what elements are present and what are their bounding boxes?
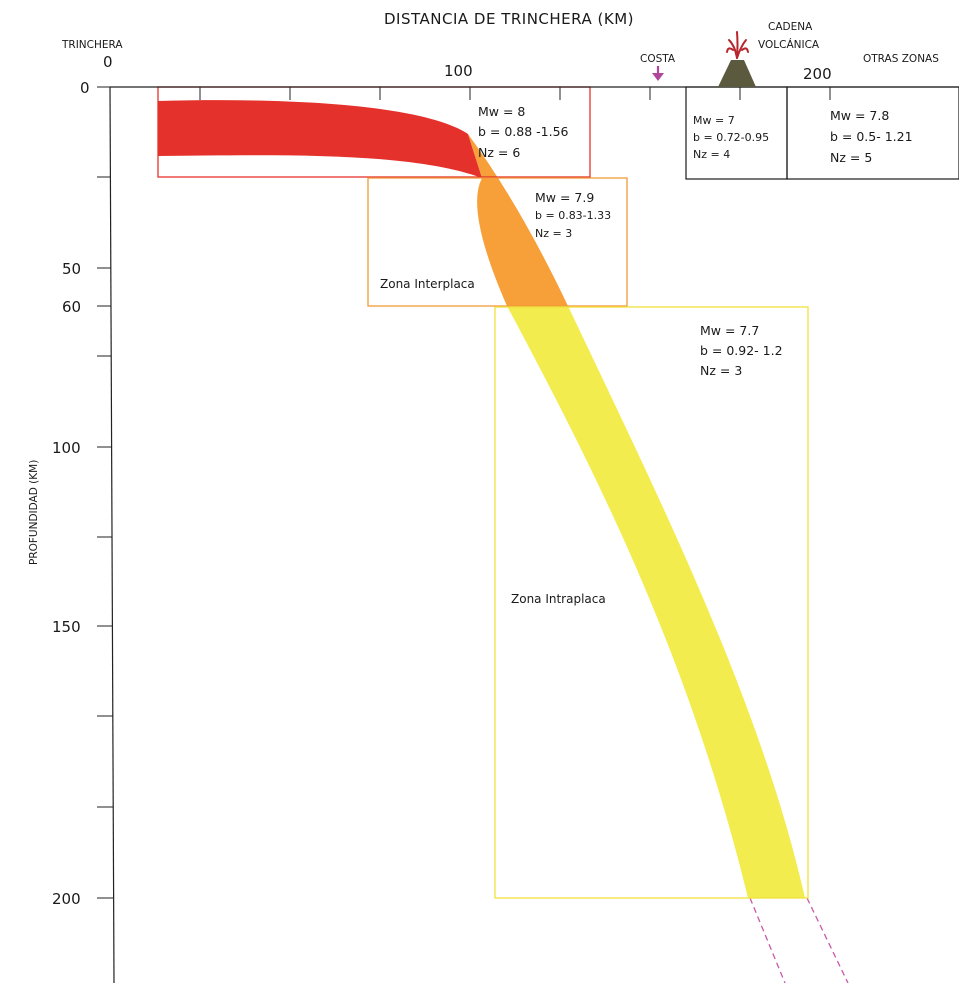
y-tick-label: 60 — [62, 298, 81, 316]
volcanic-chain-label-line1: CADENA — [768, 21, 813, 33]
zone-b: b = 0.83-1.33 — [535, 209, 611, 222]
zone-nz: Nz = 5 — [830, 150, 872, 165]
y-axis-title: PROFUNDIDAD (KM) — [28, 460, 40, 565]
zone-mw: Mw = 7.7 — [700, 323, 759, 338]
zone-box-intraplate — [494, 306, 809, 899]
zone-b: b = 0.88 -1.56 — [478, 124, 569, 139]
zone-label-interplate: Zona Interplaca — [380, 277, 475, 291]
zone-b: b = 0.5- 1.21 — [830, 129, 913, 144]
zone-mw: Mw = 8 — [478, 104, 525, 119]
zone-nz: Nz = 3 — [535, 227, 572, 240]
zone-nz: Nz = 4 — [693, 148, 730, 161]
zone-label-intraplate: Zona Intraplaca — [511, 592, 606, 606]
zone-box-interplate-deep — [367, 177, 628, 307]
trench-label: TRINCHERA — [61, 39, 123, 51]
zone-nz: Nz = 3 — [700, 363, 742, 378]
zone-b: b = 0.92- 1.2 — [700, 343, 783, 358]
y-axis-ticks — [97, 86, 114, 899]
x-axis-title: DISTANCIA DE TRINCHERA (KM) — [384, 10, 634, 28]
y-tick-label: 100 — [52, 439, 81, 457]
x-tick-label: 100 — [444, 62, 473, 80]
zone-mw: Mw = 7.8 — [830, 108, 889, 123]
x-tick-label: 200 — [803, 65, 832, 83]
x-tick-label: 0 — [103, 53, 113, 71]
other-zones-label: OTRAS ZONAS — [863, 53, 939, 65]
y-tick-label: 200 — [52, 890, 81, 908]
coast-label: COSTA — [640, 53, 676, 65]
volcanic-chain-label-line2: VOLCÁNICA — [758, 38, 820, 51]
y-tick-label: 50 — [62, 260, 81, 278]
zone-mw: Mw = 7 — [693, 114, 735, 127]
y-tick-label: 150 — [52, 618, 81, 636]
slab-extension-dashed-right — [806, 897, 849, 983]
slab-extension-dashed-left — [749, 897, 786, 983]
slab-intraplate — [507, 306, 805, 898]
zone-b: b = 0.72-0.95 — [693, 131, 769, 144]
x-axis-ticks — [109, 87, 831, 100]
y-tick-label: 0 — [80, 79, 90, 97]
coast-arrow-icon — [652, 66, 664, 81]
zone-nz: Nz = 6 — [478, 145, 520, 160]
zone-mw: Mw = 7.9 — [535, 190, 594, 205]
volcano-icon — [718, 31, 756, 87]
slab-interplate-shallow — [158, 100, 482, 178]
y-axis-line — [109, 86, 115, 983]
